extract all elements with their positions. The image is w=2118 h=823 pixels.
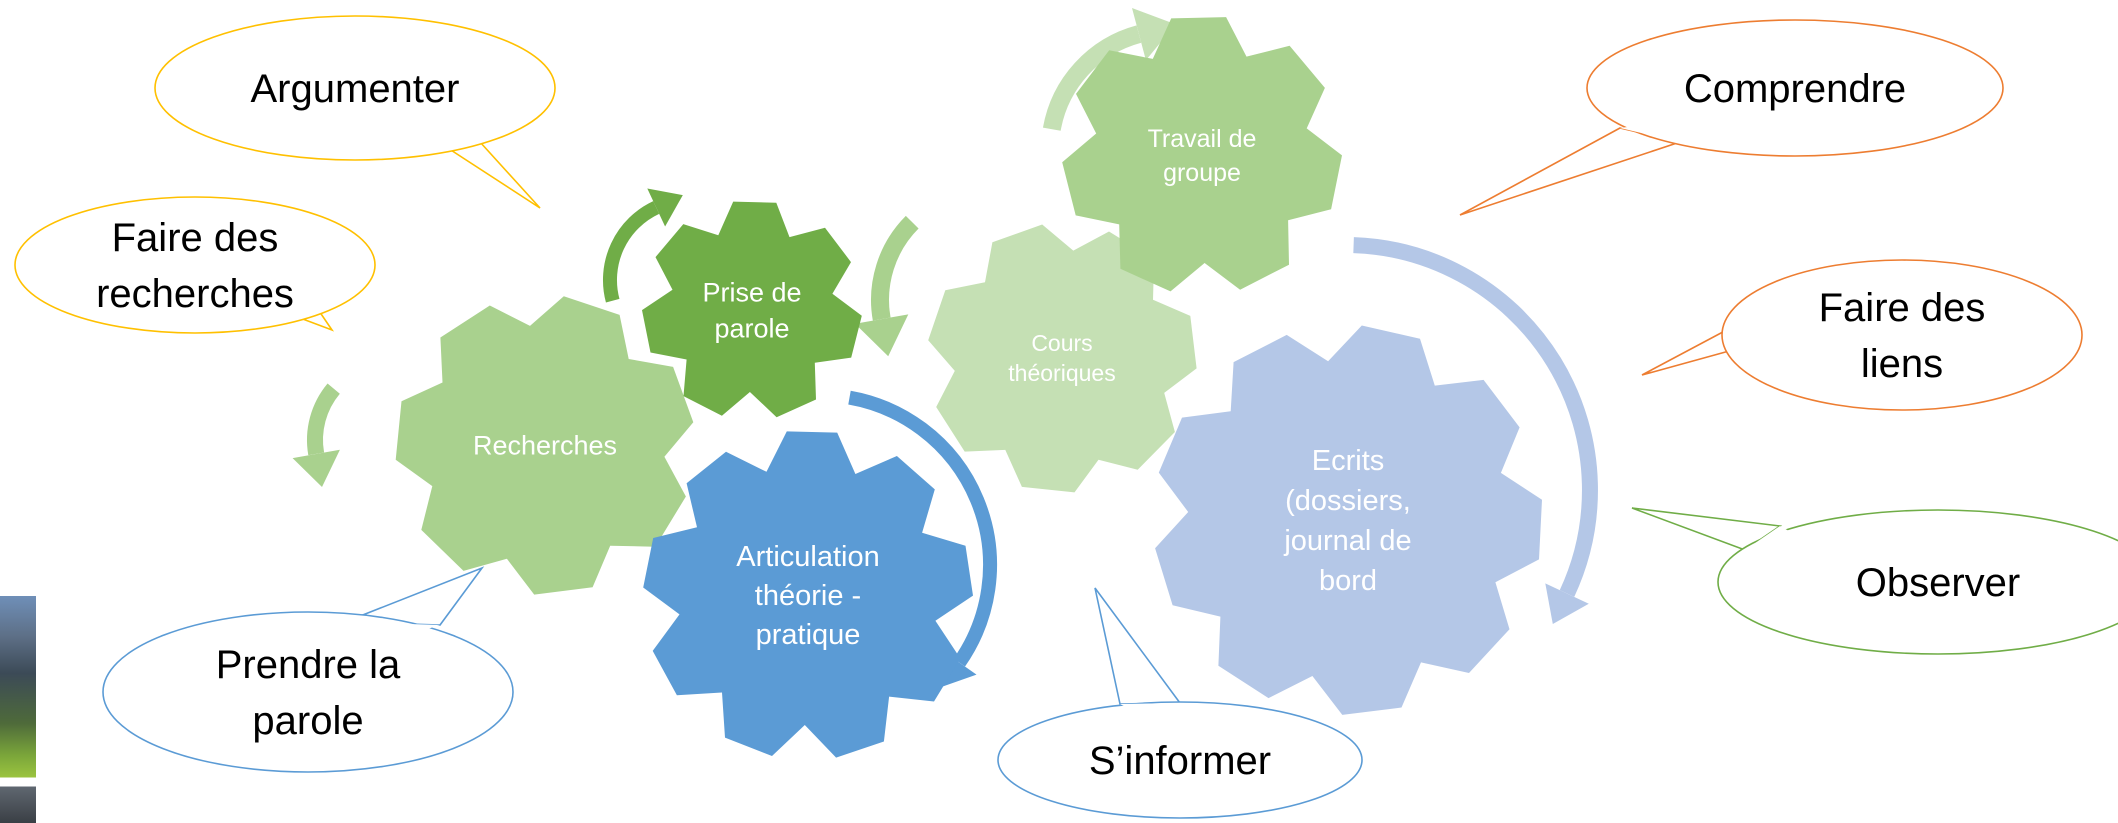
gear-label-line: Articulation bbox=[736, 541, 879, 573]
gear-prise-de-parole-icon bbox=[642, 201, 862, 418]
gear-label-line: journal de bbox=[1283, 525, 1411, 557]
gear-label-line: Cours bbox=[1031, 330, 1092, 356]
gear-articulation: Articulation théorie - pratique bbox=[643, 431, 973, 758]
gear-label-line: théoriques bbox=[1008, 360, 1115, 386]
gear-prise-de-parole: Prise de parole bbox=[642, 201, 862, 418]
gear-label-line: Recherches bbox=[473, 430, 617, 460]
gear-label-line: théorie - bbox=[755, 580, 861, 612]
gear-label-line: pratique bbox=[756, 619, 861, 651]
curved-arrow-large-icon bbox=[1353, 237, 1598, 624]
gear-label-line: parole bbox=[714, 313, 789, 343]
bubble-label-line: parole bbox=[252, 699, 363, 743]
bubble-label-line: Observer bbox=[1856, 561, 2021, 605]
bubble-label-line: Faire des bbox=[1819, 286, 1986, 330]
bubble-label-line: liens bbox=[1861, 342, 1943, 386]
gear-label-line: bord bbox=[1319, 565, 1377, 597]
gear-label-line: Ecrits bbox=[1312, 445, 1385, 477]
gear-label-line: Travail de bbox=[1148, 125, 1257, 153]
speech-bubble-s-informer: S’informer bbox=[997, 587, 1363, 819]
gear-label-line: (dossiers, bbox=[1285, 485, 1411, 517]
gear-cours-theoriques-icon bbox=[928, 224, 1197, 493]
bubble-label-line: S’informer bbox=[1089, 739, 1271, 783]
speech-bubble-argumenter: Argumenter bbox=[154, 15, 556, 209]
gear-label-line: groupe bbox=[1163, 159, 1241, 187]
gear-cours-theoriques: Cours théoriques bbox=[928, 224, 1197, 493]
speech-bubble-faire-des-liens: Faire des liens bbox=[1641, 259, 2083, 411]
curved-arrow-down-icon bbox=[855, 215, 919, 357]
gear-travail-de-groupe: Travail de groupe bbox=[1062, 17, 1342, 292]
bubble-label-line: Faire des bbox=[112, 216, 279, 260]
gear-ecrits: Ecrits (dossiers, journal de bord bbox=[1155, 325, 1542, 715]
gear-label-line: Prise de bbox=[702, 277, 801, 307]
speech-bubble-prendre-la-parole: Prendre la parole bbox=[102, 566, 514, 773]
bubble-label-line: recherches bbox=[96, 272, 294, 316]
curved-arrow-up-right-icon bbox=[1042, 8, 1176, 131]
gear-recherches-icon bbox=[395, 296, 694, 595]
gear-ecrits-icon bbox=[1155, 325, 1542, 715]
gear-recherches: Recherches bbox=[395, 296, 694, 595]
gear-articulation-icon bbox=[643, 431, 973, 758]
bubble-label-line: Argumenter bbox=[251, 67, 460, 111]
gear-travail-de-groupe-icon bbox=[1062, 17, 1342, 292]
bubble-label-line: Prendre la bbox=[216, 643, 401, 687]
arrows-layer bbox=[292, 8, 1598, 687]
curved-arrow-left-icon bbox=[292, 383, 341, 487]
bubble-label-line: Comprendre bbox=[1684, 67, 1906, 111]
speech-bubble-comprendre: Comprendre bbox=[1459, 19, 2004, 216]
building-photo bbox=[0, 596, 36, 823]
curved-arrow-up-icon bbox=[602, 188, 683, 303]
speech-bubble-observer: Observer bbox=[1631, 507, 2118, 655]
speech-bubble-faire-des-recherches: Faire des recherches bbox=[14, 196, 376, 334]
